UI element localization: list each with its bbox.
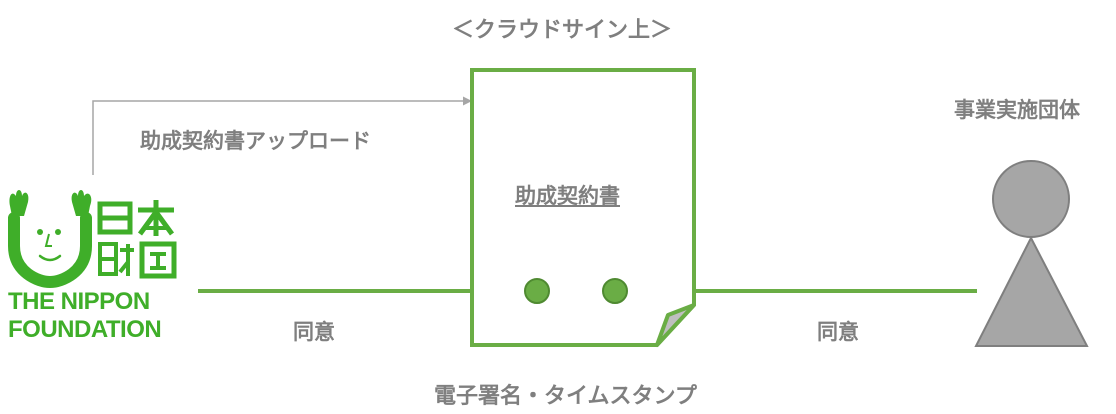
person-head [992,160,1070,238]
document-shape [470,68,696,347]
foundation-logo-mark [8,190,177,289]
person-body [974,235,1089,347]
recipient-label: 事業実施団体 [954,98,1080,122]
document-title: 助成契約書 [515,184,620,208]
upload-arrowhead [463,96,472,106]
agree-label-left: 同意 [293,320,335,344]
logo-text-line1: THE NIPPON [8,288,150,315]
person-figure [974,160,1089,347]
upload-label: 助成契約書アップロード [140,129,371,153]
document-page-curl [655,303,696,347]
signature-dot-left [524,278,550,304]
upload-arrow [92,100,465,175]
stamp-label: 電子署名・タイムスタンプ [434,384,697,409]
logo-text-line2: FOUNDATION [8,316,162,343]
cloud-title: ＜クラウドサイン上＞ [452,18,673,43]
signature-dot-right [602,278,628,304]
agree-label-right: 同意 [817,320,859,344]
